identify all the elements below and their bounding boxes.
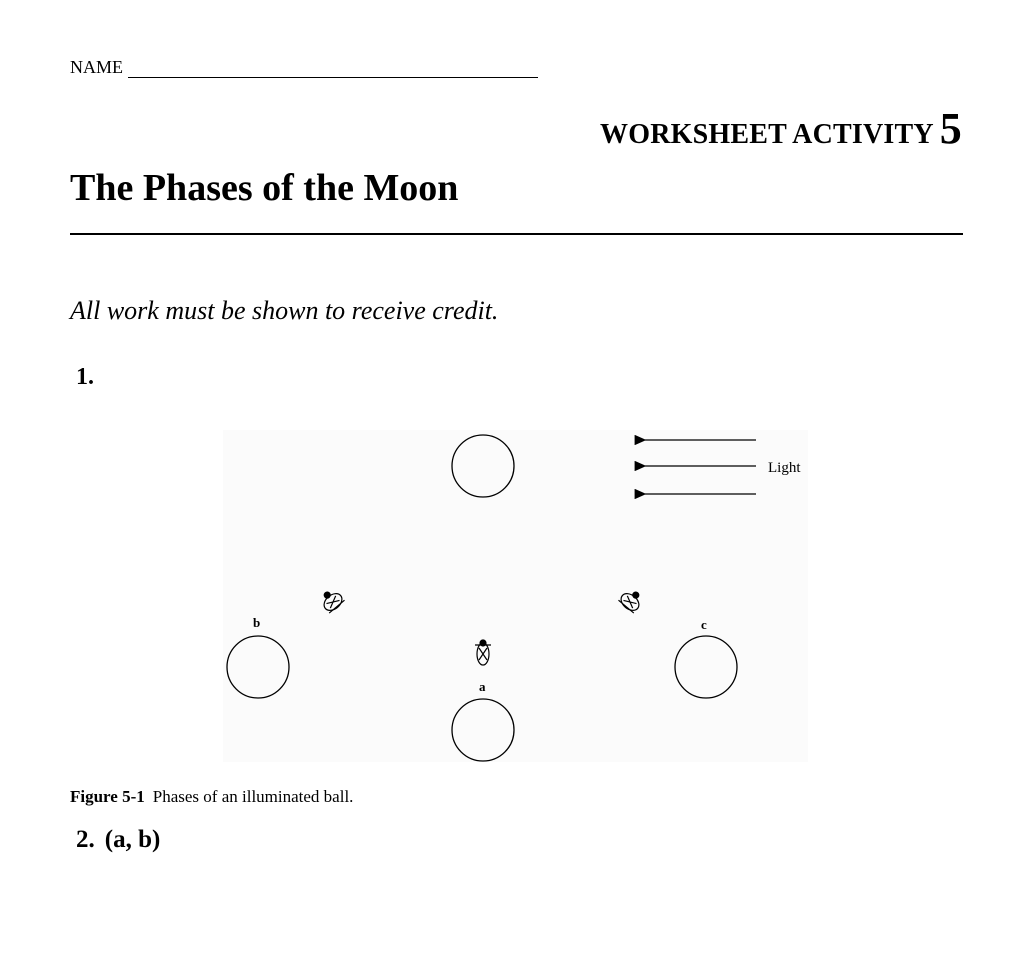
name-blank-line[interactable] xyxy=(128,61,538,78)
worksheet-number: 5 xyxy=(939,104,962,153)
page-title: The Phases of the Moon xyxy=(70,167,459,209)
observer-right-icon xyxy=(618,591,640,614)
name-field[interactable]: NAME xyxy=(70,57,538,78)
title-divider xyxy=(70,233,963,235)
label-b: b xyxy=(253,615,260,630)
label-a: a xyxy=(479,679,486,694)
phases-diagram: Light a b c xyxy=(226,434,801,762)
observer-center-icon xyxy=(475,639,491,666)
ball-top xyxy=(451,434,515,498)
figure-caption-text: Phases of an illuminated ball. xyxy=(152,787,354,806)
observer-left-icon xyxy=(323,591,345,614)
worksheet-label: WORKSHEET ACTIVITY xyxy=(600,119,934,150)
name-label: NAME xyxy=(70,57,123,77)
light-label: Light xyxy=(768,460,801,476)
figure-caption-label: Figure 5-1 xyxy=(70,787,145,806)
ball-a xyxy=(451,698,515,762)
ball-b xyxy=(226,635,290,699)
figure-5-1: Light a b c xyxy=(223,430,808,762)
label-c: c xyxy=(701,617,707,632)
figure-caption: Figure 5-1 Phases of an illuminated ball. xyxy=(70,787,353,807)
question-2-parts: (a, b) xyxy=(104,826,161,853)
question-2-number: 2. xyxy=(76,826,95,853)
light-arrows xyxy=(634,434,756,500)
instructions: All work must be shown to receive credit… xyxy=(70,296,499,325)
question-1-number: 1. xyxy=(76,364,94,390)
question-2: 2. (a, b) xyxy=(76,826,160,854)
ball-c xyxy=(674,635,738,699)
